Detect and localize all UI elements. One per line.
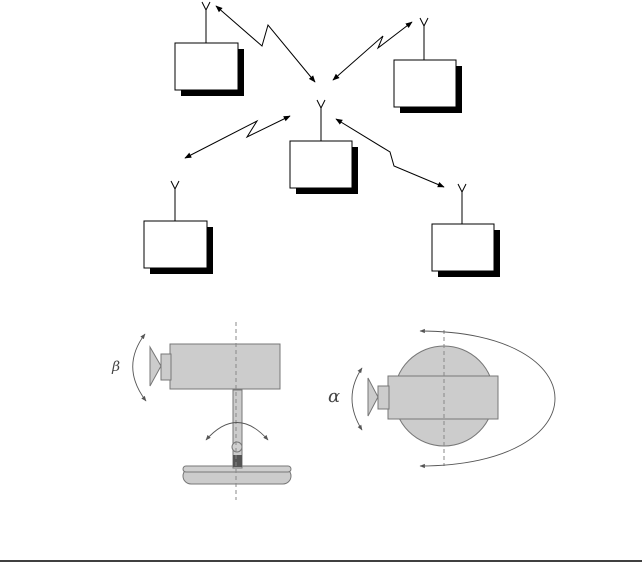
link-top-left-center (215, 5, 316, 83)
link-center-bottom-right (335, 118, 445, 188)
camera-lens (149, 345, 162, 387)
pan-arc (205, 422, 269, 441)
camera-body (169, 343, 281, 390)
rotation-arc (419, 328, 556, 469)
tilt-arc (132, 333, 147, 402)
camera-body-top (387, 375, 499, 420)
node-bottom-right (431, 183, 500, 277)
camera-top-view: α (328, 328, 556, 469)
beta-label: β (111, 359, 120, 375)
alpha-arc (351, 367, 363, 431)
camera-lens-top (367, 377, 379, 417)
link-top-right-center (332, 21, 413, 81)
node-top-right (393, 17, 462, 113)
node-center (289, 99, 358, 194)
link-center-bottom-left (184, 115, 291, 159)
camera-side-view: β (111, 322, 292, 500)
camera-pole (232, 389, 243, 469)
alpha-label: α (328, 386, 340, 407)
node-bottom-left (143, 180, 213, 274)
node-top-left (174, 1, 244, 96)
